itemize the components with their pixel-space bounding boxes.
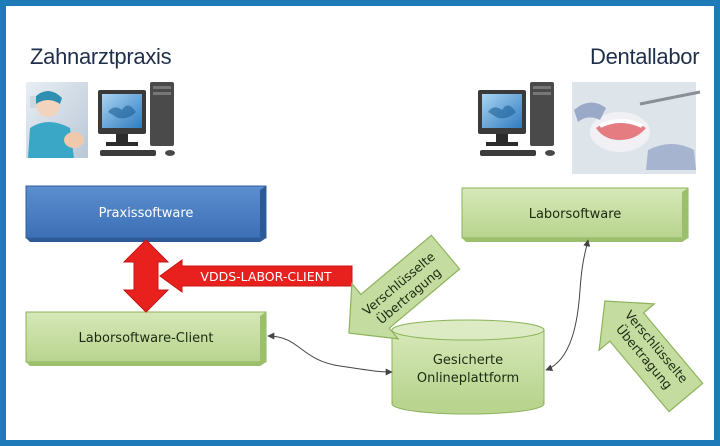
laborsoftware-box — [461, 187, 689, 242]
vdds-double-arrow — [122, 239, 170, 313]
encrypted-transfer-arrow-2 — [598, 300, 704, 413]
platform-labor-connector — [545, 239, 591, 371]
laborsoftware-label: Laborsoftware — [529, 207, 622, 222]
platform-label-line1: Gesicherte — [433, 353, 503, 368]
dentist-photo-icon — [26, 82, 88, 158]
computer-icon — [98, 82, 175, 156]
dental-lab-photo-icon — [572, 82, 701, 174]
praxissoftware-label: Praxissoftware — [99, 206, 194, 221]
heading-dentallabor: Dentallabor — [590, 44, 700, 69]
vdds-labor-client-arrow — [159, 259, 353, 293]
client-platform-connector — [267, 332, 393, 376]
computer-icon — [478, 82, 555, 156]
online-platform-cylinder — [391, 319, 545, 415]
vdds-labor-client-label: VDDS-LABOR-CLIENT — [200, 269, 332, 284]
laborsoftware-client-label: Laborsoftware-Client — [79, 331, 214, 346]
platform-label-line2: Onlineplattform — [417, 371, 519, 386]
heading-zahnarztpraxis: Zahnarztpraxis — [30, 44, 172, 69]
